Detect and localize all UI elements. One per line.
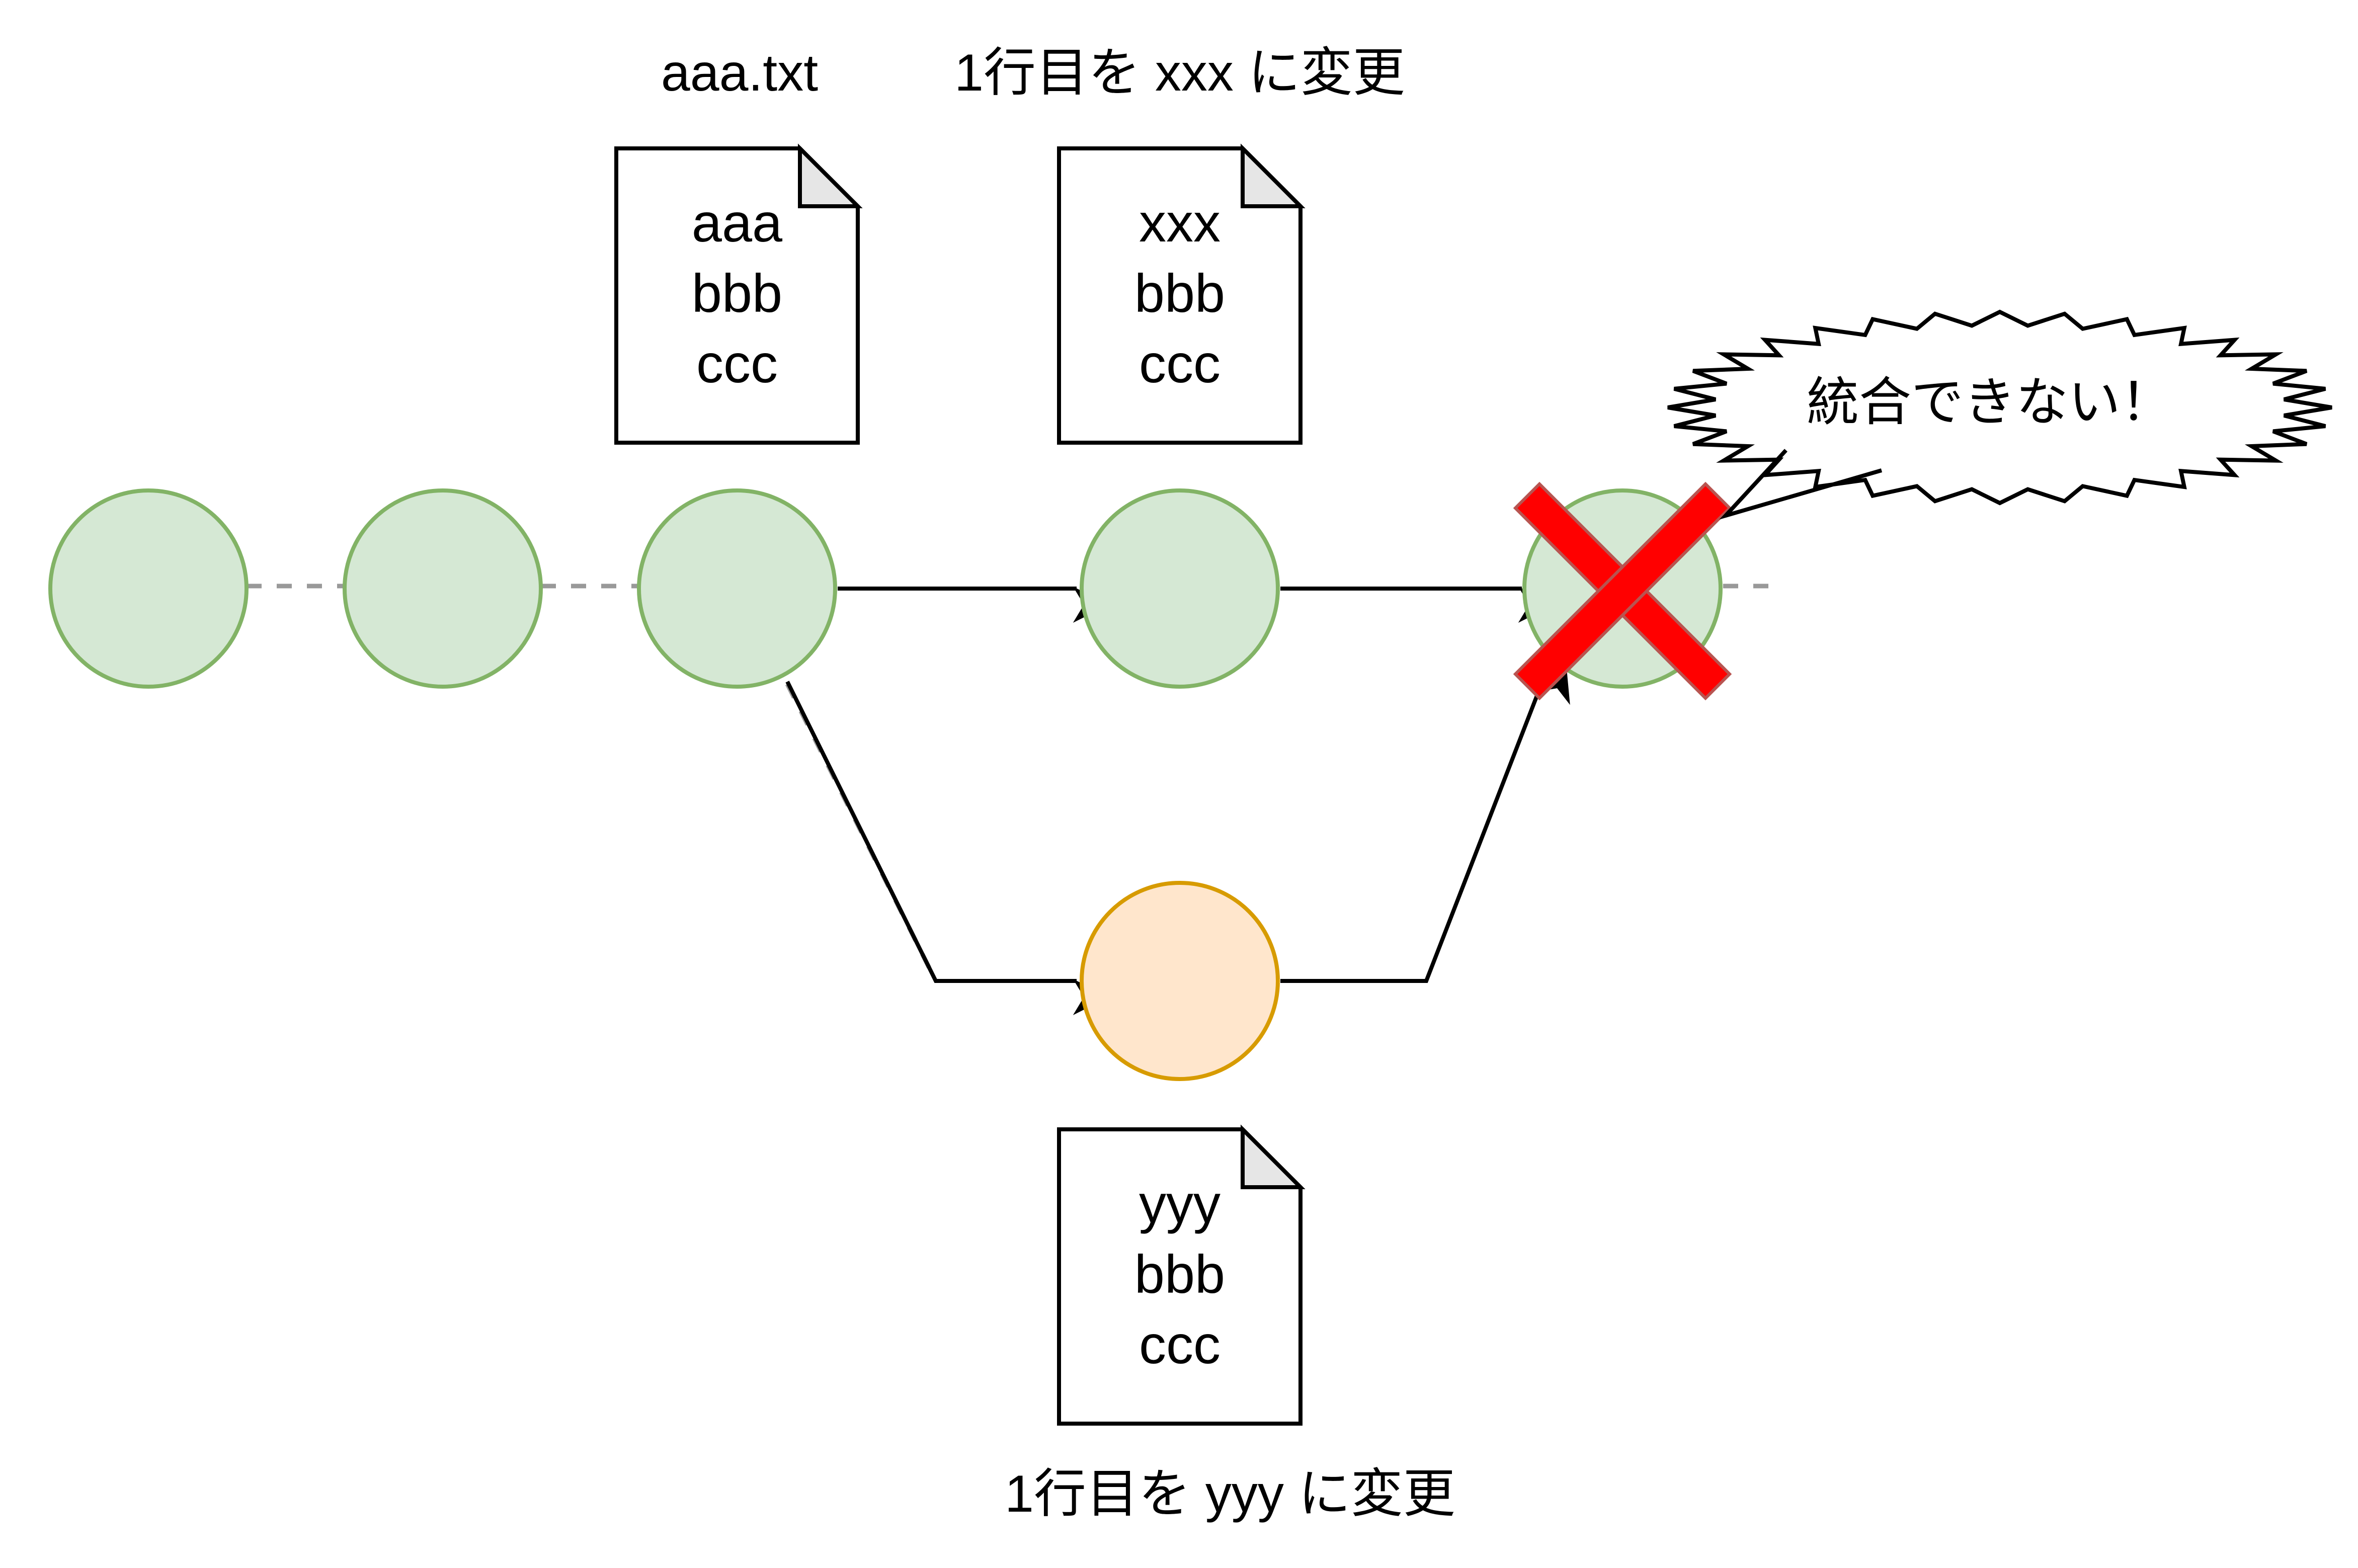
document-line-3: ccc — [696, 333, 778, 394]
document-fold — [798, 143, 863, 208]
document-main-change: xxx bbb ccc — [1057, 143, 1306, 445]
document-body — [1057, 1127, 1303, 1426]
callout-text: 統合できない！ — [1807, 373, 2173, 432]
arrow-branch-merge — [1280, 665, 1570, 983]
callout-burst: 統合できない！ — [1667, 309, 2332, 520]
document-line-1: aaa — [692, 192, 783, 253]
change-yyy-label: 1行目を yyy に変更 — [1005, 1465, 1455, 1523]
cross-bar-2 — [1513, 481, 1732, 701]
commit-node-2 — [343, 488, 543, 689]
branch-commit-yyy — [1080, 881, 1280, 1081]
commit-node-xxx — [1080, 488, 1280, 689]
document-line-3: ccc — [1139, 1314, 1221, 1375]
change-xxx-label: 1行目を xxx に変更 — [954, 44, 1405, 102]
commit-node-1 — [48, 488, 249, 689]
original-file-label: aaa.txt — [661, 44, 818, 102]
document-body — [1057, 146, 1303, 445]
document-branch-change: yyy bbb ccc — [1057, 1124, 1306, 1426]
commits — [48, 488, 1723, 1081]
document-line-2: bbb — [692, 263, 782, 323]
arrow-branch-out — [785, 681, 1109, 1015]
document-fold — [1241, 1124, 1306, 1189]
arrows — [785, 587, 1570, 1015]
document-fold — [1241, 143, 1306, 208]
cross-icon — [1513, 481, 1732, 701]
burst-outline — [1667, 309, 2332, 520]
commit-node-base — [637, 488, 837, 689]
document-line-3: ccc — [1139, 333, 1221, 394]
document-line-1: yyy — [1139, 1173, 1221, 1234]
document-original: aaa bbb ccc — [614, 143, 863, 445]
document-line-2: bbb — [1134, 1244, 1225, 1304]
document-line-1: xxx — [1139, 192, 1221, 253]
document-line-2: bbb — [1134, 263, 1225, 323]
document-body — [614, 146, 860, 445]
